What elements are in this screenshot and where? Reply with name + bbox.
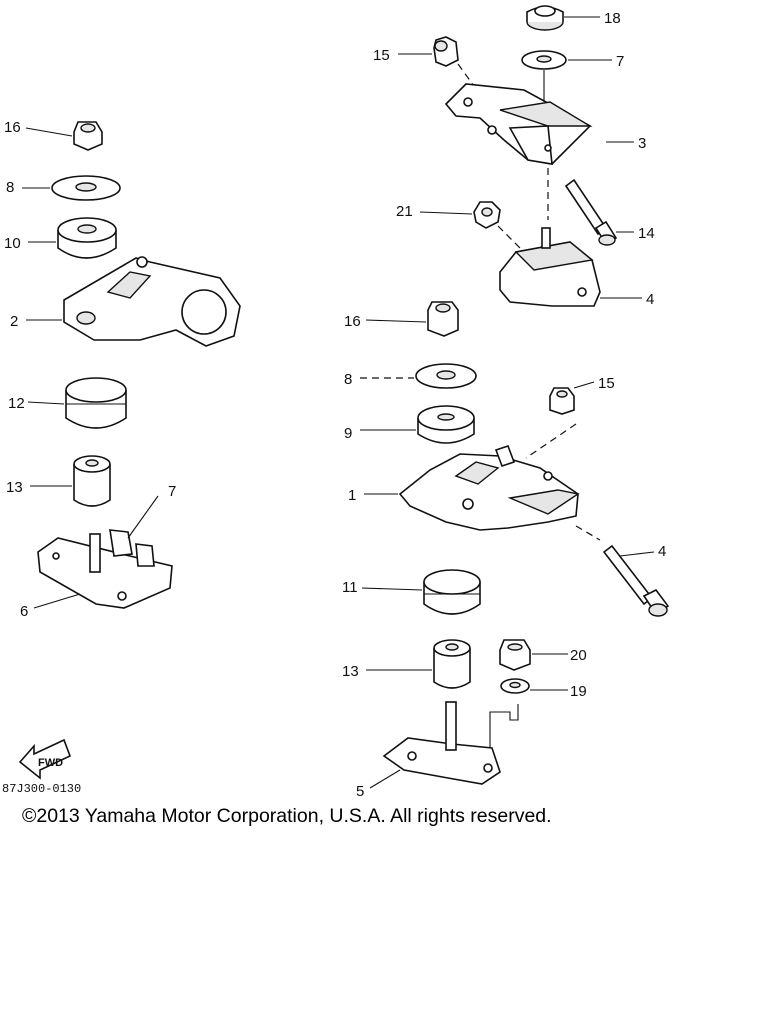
callout-14: 14 xyxy=(638,225,655,242)
part-16-nut-left[interactable] xyxy=(73,121,103,151)
callout-5: 5 xyxy=(356,783,364,800)
callout-7-top: 7 xyxy=(616,53,624,70)
callout-18: 18 xyxy=(604,10,621,27)
callout-15-top: 15 xyxy=(373,47,390,64)
callout-19: 19 xyxy=(570,683,587,700)
callout-16-left: 16 xyxy=(4,119,21,136)
callout-12: 12 xyxy=(8,395,25,412)
fwd-label: FWD xyxy=(38,757,63,769)
part-13-collar-right[interactable] xyxy=(433,639,471,689)
callout-11: 11 xyxy=(342,579,358,596)
callout-7-left: 7 xyxy=(168,483,176,500)
callout-3: 3 xyxy=(638,135,646,152)
part-19-washer[interactable] xyxy=(500,678,530,694)
part-7-washer[interactable] xyxy=(521,50,567,70)
part-15-nut[interactable] xyxy=(433,36,459,67)
callout-16-right: 16 xyxy=(344,313,361,330)
callout-20: 20 xyxy=(570,647,587,664)
callout-4-lower: 4 xyxy=(658,543,666,560)
part-21-nut[interactable] xyxy=(473,201,501,229)
callout-15-right: 15 xyxy=(598,375,615,392)
part-11-grommet[interactable] xyxy=(423,569,481,615)
part-9-bushing[interactable] xyxy=(417,405,475,444)
fwd-arrow-icon: FWD xyxy=(18,738,72,780)
part-1-bracket[interactable] xyxy=(398,444,580,531)
callout-8-right: 8 xyxy=(344,371,352,388)
part-20-nut[interactable] xyxy=(499,639,531,671)
part-8-washer-right[interactable] xyxy=(415,363,477,389)
part-8-washer-left[interactable] xyxy=(51,175,121,201)
part-4-engine-mount[interactable] xyxy=(499,227,601,307)
part-15-nut-right[interactable] xyxy=(549,387,575,415)
figure-code: 87J300-0130 xyxy=(2,782,82,796)
part-3-bracket[interactable] xyxy=(444,83,593,165)
part-6-plate[interactable] xyxy=(37,529,173,609)
part-4-bolt-lower[interactable] xyxy=(602,544,670,617)
callout-21: 21 xyxy=(396,203,413,220)
part-5-plate[interactable] xyxy=(382,701,501,785)
callout-13-left: 13 xyxy=(6,479,23,496)
exploded-parts-diagram: 18 7 15 3 14 21 xyxy=(4,5,670,800)
callout-13-right: 13 xyxy=(342,663,359,680)
callout-9: 9 xyxy=(344,425,352,442)
callout-6: 6 xyxy=(20,603,28,620)
callout-2: 2 xyxy=(10,313,18,330)
callout-4-top: 4 xyxy=(646,291,654,308)
callout-1: 1 xyxy=(348,487,356,504)
callout-10: 10 xyxy=(4,235,21,252)
part-10-bushing[interactable] xyxy=(57,217,117,259)
part-14-bolt[interactable] xyxy=(564,178,618,246)
part-2-bracket[interactable] xyxy=(63,256,241,347)
part-13-collar-left[interactable] xyxy=(73,455,111,507)
callout-8-left: 8 xyxy=(6,179,14,196)
copyright-notice: ©2013 Yamaha Motor Corporation, U.S.A. A… xyxy=(22,805,552,827)
part-12-grommet[interactable] xyxy=(65,377,127,429)
part-18-cap-nut[interactable] xyxy=(526,5,564,31)
part-16-nut-right[interactable] xyxy=(427,301,459,337)
